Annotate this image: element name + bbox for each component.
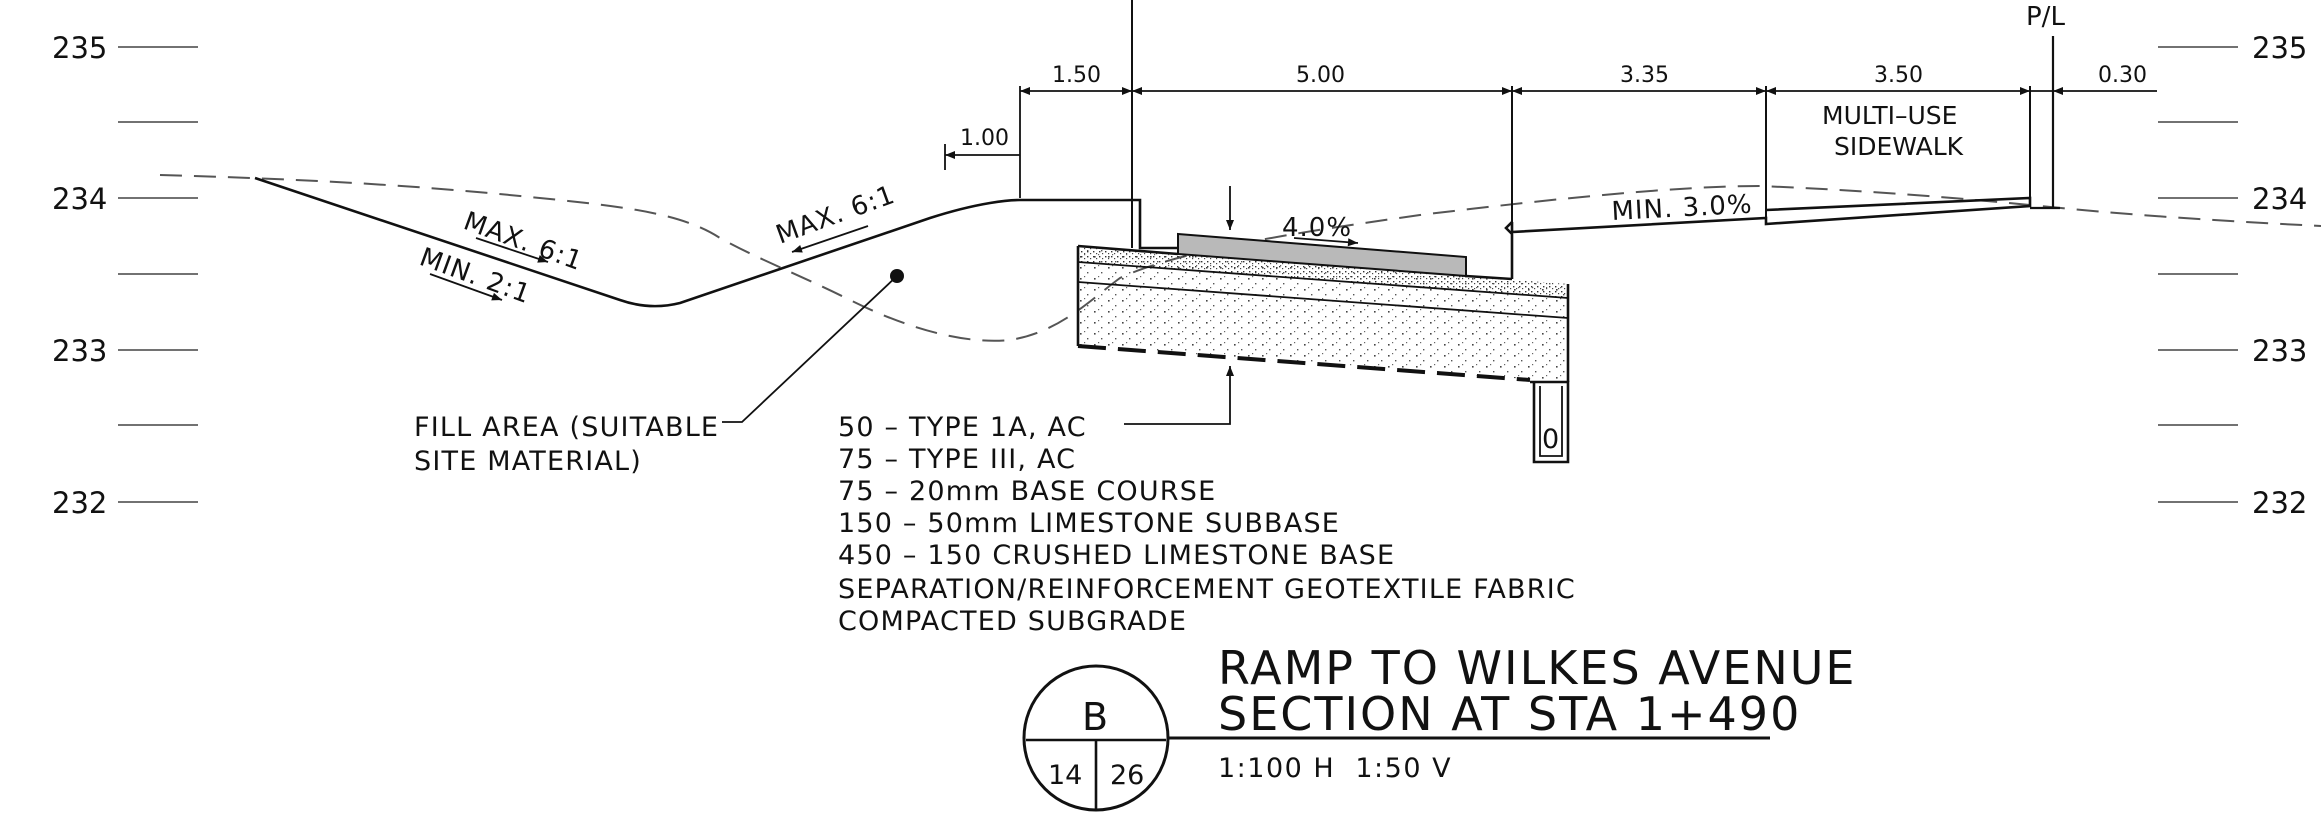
pavement-layer-leader bbox=[1124, 366, 1234, 425]
elevation-label-right: 233 bbox=[2252, 334, 2307, 368]
elevation-label-left: 233 bbox=[52, 334, 107, 368]
pavement-layer: 75 – 20mm BASE COURSE bbox=[838, 476, 1216, 507]
subdrain-pipe bbox=[1530, 380, 1570, 464]
drawing-title-line2: SECTION AT STA 1+490 bbox=[1218, 687, 1801, 741]
dimension-lines bbox=[944, 86, 2157, 198]
fill-area-note-line1: FILL AREA (SUITABLE bbox=[414, 412, 719, 443]
fill-area-note-line2: SITE MATERIAL) bbox=[414, 446, 642, 477]
boulevard-grade bbox=[1510, 196, 2032, 234]
dimension-property-gap: 0.30 bbox=[2098, 63, 2147, 88]
elevation-label-right: 235 bbox=[2252, 31, 2307, 65]
pavement-layer: COMPACTED SUBGRADE bbox=[838, 606, 1187, 637]
elevation-scale-right bbox=[2158, 46, 2238, 503]
pavement-layer: 450 – 150 CRUSHED LIMESTONE BASE bbox=[838, 540, 1395, 571]
elevation-label-left: 232 bbox=[52, 486, 107, 520]
pavement-layer: SEPARATION/REINFORCEMENT GEOTEXTILE FABR… bbox=[838, 574, 1576, 605]
drawing-title-line1: RAMP TO WILKES AVENUE bbox=[1218, 641, 1856, 695]
dimension-shoulder: 1.50 bbox=[1052, 63, 1101, 88]
pavement-layer: 150 – 50mm LIMESTONE SUBBASE bbox=[838, 508, 1340, 539]
dimension-sidewalk: 3.50 bbox=[1874, 63, 1923, 88]
proposed-grade-left bbox=[254, 176, 1178, 308]
sidewalk-label-line1: MULTI–USE bbox=[1822, 101, 1957, 130]
section-bubble bbox=[1022, 664, 1770, 812]
sidewalk-label-line2: SIDEWALK bbox=[1834, 132, 1964, 161]
pipe-label: 0 bbox=[1542, 424, 1559, 455]
dimension-lane: 5.00 bbox=[1296, 63, 1345, 88]
section-bubble-sheet-right: 26 bbox=[1110, 760, 1144, 791]
property-line-label: P/L bbox=[2026, 2, 2065, 32]
pavement-layer-list: 50 – TYPE 1A, AC 75 – TYPE III, AC 75 – … bbox=[838, 412, 1576, 637]
elevation-label-left: 235 bbox=[52, 31, 107, 65]
dimension-boulevard: 3.35 bbox=[1620, 63, 1669, 88]
section-bubble-letter: B bbox=[1082, 695, 1108, 739]
pavement-layer: 50 – TYPE 1A, AC bbox=[838, 412, 1087, 443]
elevation-label-right: 234 bbox=[2252, 182, 2307, 216]
section-bubble-sheet-left: 14 bbox=[1048, 760, 1082, 791]
slope-boulevard: MIN. 3.0% bbox=[1611, 190, 1754, 227]
slope-max-right: MAX. 6:1 bbox=[772, 180, 899, 251]
dimension-offset-top: 1.00 bbox=[960, 126, 1009, 151]
fill-area-leader bbox=[722, 275, 898, 423]
pavement-structure bbox=[1076, 232, 1570, 382]
elevation-scale-left bbox=[118, 46, 198, 503]
pavement-layer: 75 – TYPE III, AC bbox=[838, 444, 1076, 475]
elevation-label-right: 232 bbox=[2252, 486, 2307, 520]
slope-arrows bbox=[429, 186, 1359, 301]
elevation-label-left: 234 bbox=[52, 182, 107, 216]
slope-crossfall: 4.0% bbox=[1282, 213, 1352, 243]
drawing-scale: 1:100 H 1:50 V bbox=[1218, 753, 1452, 784]
